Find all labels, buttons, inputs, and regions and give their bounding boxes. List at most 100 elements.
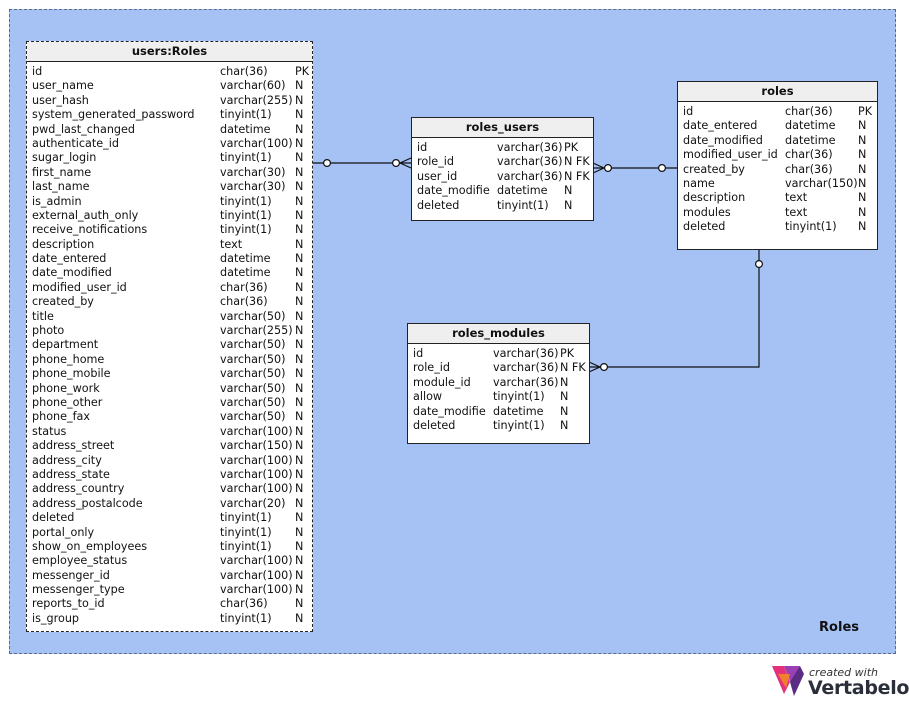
column-name: modules	[683, 205, 731, 219]
column-flags: N	[295, 309, 304, 323]
column-flags: N	[858, 176, 867, 190]
column-type: varchar(36)	[493, 361, 559, 375]
column-name: address_country	[32, 482, 125, 496]
subject-area-label: Roles	[819, 620, 859, 635]
column-type: varchar(100)	[220, 467, 293, 481]
column-type: datetime	[220, 266, 271, 280]
column-flags: N	[564, 184, 573, 198]
column-type: varchar(100)	[220, 424, 293, 438]
table-title: users:Roles	[27, 42, 312, 62]
column-flags: N	[295, 295, 304, 309]
column-type: tinyint(1)	[220, 511, 272, 525]
column-name: is_admin	[32, 194, 82, 208]
column-name: address_city	[32, 453, 102, 467]
column-type: varchar(100)	[220, 554, 293, 568]
column-type: tinyint(1)	[220, 151, 272, 165]
column-name: authenticate_id	[32, 136, 119, 150]
column-name: user_name	[32, 79, 94, 93]
column-type: varchar(36)	[493, 347, 559, 360]
column-flags: N	[858, 133, 867, 147]
column-flags: N	[295, 252, 304, 266]
column-name: description	[32, 237, 95, 251]
column-flags: N	[560, 375, 569, 389]
column-type: tinyint(1)	[785, 220, 837, 234]
column-flags: N	[295, 122, 304, 136]
column-type: varchar(255)	[220, 93, 293, 107]
column-name: role_id	[413, 361, 450, 375]
column-flags: N	[295, 280, 304, 294]
column-flags: N	[295, 395, 304, 409]
column-type: varchar(30)	[220, 180, 286, 194]
column-name: photo	[32, 324, 65, 338]
column-type: text	[785, 191, 808, 205]
column-name: receive_notifications	[32, 223, 148, 237]
column-name: allow	[413, 390, 443, 404]
column-type: varchar(50)	[220, 410, 286, 424]
column-name: address_state	[32, 467, 110, 481]
